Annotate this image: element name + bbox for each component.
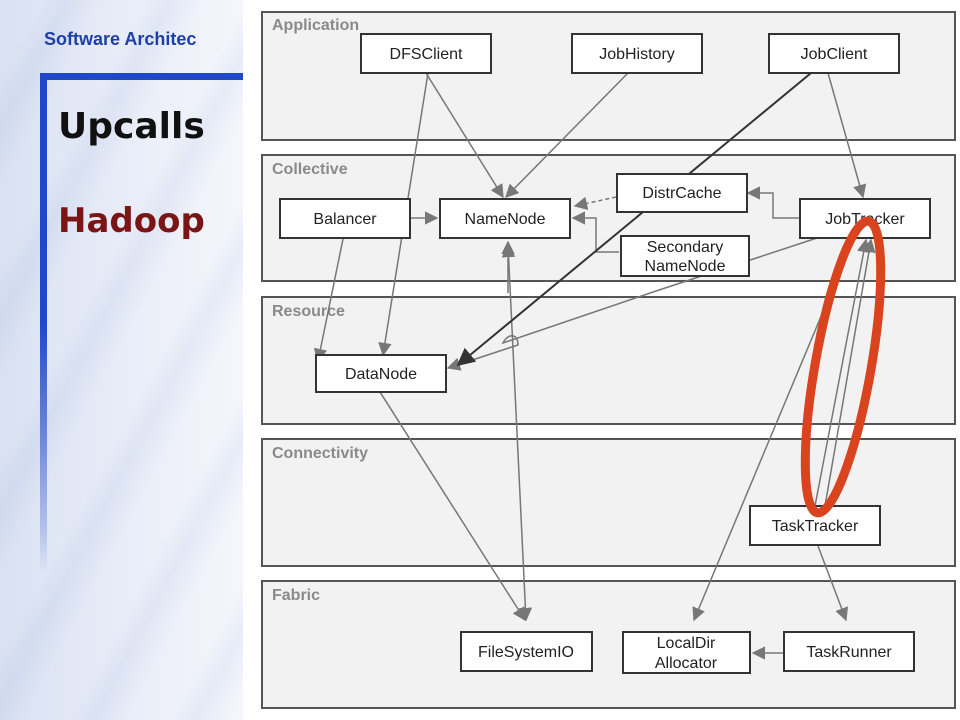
component-label-secondary-line1: Secondary bbox=[647, 239, 724, 256]
arrow-jobtracker-datanode bbox=[446, 237, 818, 371]
course-header: Software Architec bbox=[44, 29, 197, 49]
title-accent-vertical bbox=[40, 73, 47, 573]
layer-label-connectivity: Connectivity bbox=[272, 445, 368, 462]
arrow-jobtracker-distrcache bbox=[746, 186, 799, 219]
component-label-balancer: Balancer bbox=[313, 211, 377, 228]
layer-resource: Resource bbox=[261, 296, 956, 425]
arrow-tasktracker-taskrunner bbox=[817, 545, 849, 622]
component-label-dfsclient: DFSClient bbox=[390, 46, 463, 63]
arrow-secondary-namenode bbox=[571, 211, 619, 253]
slide-subtitle: Hadoop bbox=[58, 201, 205, 241]
arrow-jobhistory-namenode bbox=[505, 72, 629, 198]
component-filesystemio: FileSystemIO bbox=[460, 631, 593, 672]
component-dfsclient: DFSClient bbox=[360, 33, 492, 74]
arrow-dfsclient-namenode bbox=[425, 72, 504, 199]
component-label-datanode: DataNode bbox=[345, 366, 417, 383]
arrow-datanode-filesystemio bbox=[379, 391, 526, 622]
component-balancer: Balancer bbox=[279, 198, 411, 239]
component-label-filesystemio: FileSystemIO bbox=[478, 644, 574, 661]
arrow-balancer-datanode bbox=[313, 238, 344, 363]
component-label-namenode: NameNode bbox=[465, 211, 546, 228]
title-accent-horizontal bbox=[40, 73, 260, 80]
layer-label-application: Application bbox=[272, 17, 359, 34]
component-jobclient: JobClient bbox=[768, 33, 900, 74]
slide-title: Upcalls bbox=[58, 106, 205, 147]
upcall-highlight-ellipse bbox=[800, 216, 886, 518]
component-secondary-namenode: Secondary NameNode bbox=[620, 235, 750, 277]
layer-application: Application bbox=[261, 11, 956, 141]
arrow-tasktracker-jobtracker-2 bbox=[824, 238, 876, 507]
arrow-jobclient-jobtracker bbox=[827, 72, 867, 199]
arrow-jobclient-datanode bbox=[456, 72, 812, 367]
component-label-distrcache: DistrCache bbox=[642, 185, 721, 202]
component-label-tasktracker: TaskTracker bbox=[772, 518, 859, 535]
component-jobhistory: JobHistory bbox=[571, 33, 703, 74]
component-label-secondary-line2: NameNode bbox=[645, 258, 726, 275]
layer-label-fabric: Fabric bbox=[272, 587, 320, 604]
arrow-tasktracker-jobtracker-1 bbox=[814, 238, 871, 507]
component-taskrunner: TaskRunner bbox=[783, 631, 915, 672]
layer-label-collective: Collective bbox=[272, 161, 348, 178]
arrow-namenode-filesystemio bbox=[501, 243, 533, 622]
component-label-jobclient: JobClient bbox=[801, 46, 868, 63]
component-label-localdir-line1: LocalDir bbox=[657, 635, 716, 652]
component-label-localdir-line2: Allocator bbox=[655, 655, 718, 672]
component-label-jobhistory: JobHistory bbox=[599, 46, 675, 63]
component-datanode: DataNode bbox=[315, 354, 447, 393]
layer-label-resource: Resource bbox=[272, 303, 345, 320]
architecture-diagram: Application Collective Resource Connecti… bbox=[243, 0, 960, 720]
component-localdir-allocator: LocalDir Allocator bbox=[622, 631, 751, 674]
component-label-taskrunner: TaskRunner bbox=[806, 644, 892, 661]
component-namenode: NameNode bbox=[439, 198, 571, 239]
component-distrcache: DistrCache bbox=[616, 173, 748, 213]
